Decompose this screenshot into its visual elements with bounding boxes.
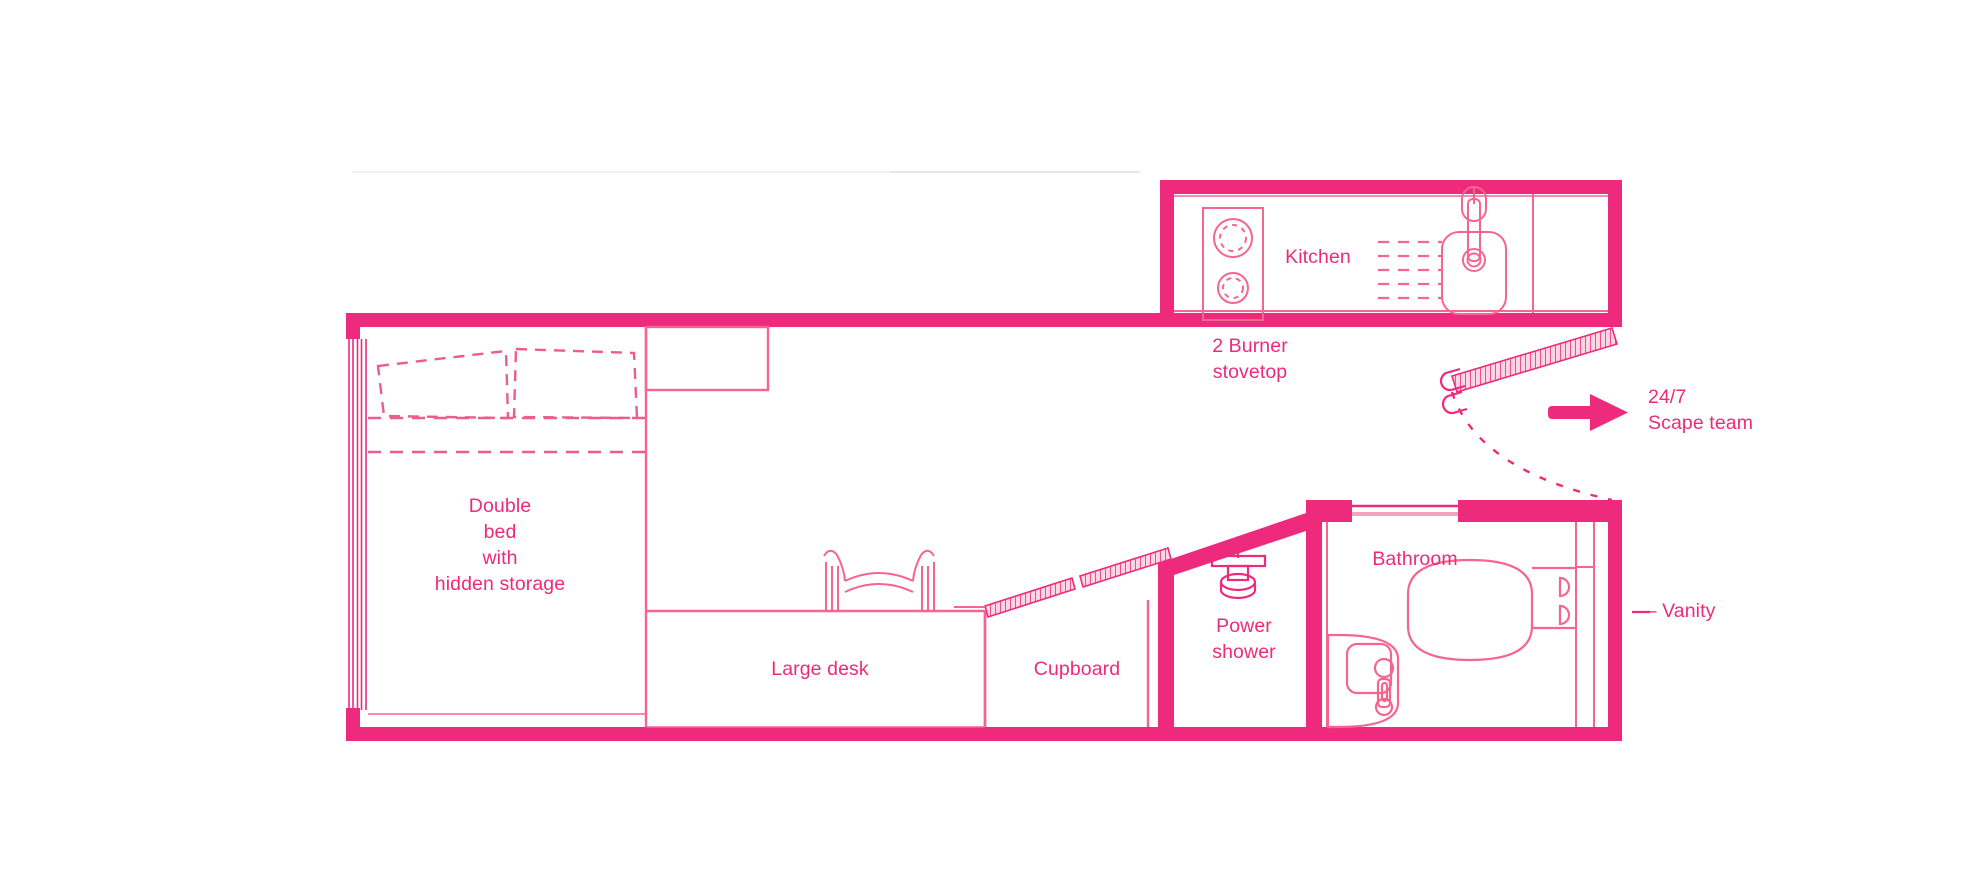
chair-icon (823, 549, 935, 611)
vanity-basin-icon (1326, 633, 1400, 729)
wardrobe-unit (644, 325, 770, 392)
annotation-vanity: — Vanity (1637, 600, 1716, 622)
room-label-double-bed: Double bed with hidden storage (434, 495, 566, 595)
toilet-icon (1406, 558, 1576, 662)
bed (368, 327, 648, 727)
stovetop-icon (1202, 207, 1264, 321)
direction-arrow-icon (1548, 394, 1628, 431)
room-label-large-desk: Large desk (771, 658, 869, 680)
pillow-right-icon (512, 347, 639, 420)
door-handle-icon (1439, 367, 1468, 415)
annotation-stovetop: 2 Burner stovetop (1212, 335, 1288, 383)
room-label-bathroom: Bathroom (1372, 548, 1458, 570)
power-shower-room (1158, 500, 1350, 741)
large-desk (646, 549, 987, 728)
room-label-cupboard: Cupboard (1033, 658, 1121, 680)
sliding-door-a-icon[interactable] (984, 576, 1076, 619)
kitchen-sink-icon (1441, 186, 1507, 315)
door-swing-arc-icon (1450, 391, 1613, 502)
drainer-icon (1378, 240, 1442, 300)
annotation-scape-team: 24/7 Scape team (1648, 386, 1754, 434)
cupboard (954, 546, 1172, 727)
main-room-walls (346, 313, 1161, 741)
window-icon (348, 339, 367, 710)
entry-door[interactable] (1439, 327, 1619, 415)
shower-head-icon (1210, 543, 1267, 600)
sliding-door-b-icon[interactable] (1079, 546, 1172, 589)
room-label-power-shower: Power shower (1212, 615, 1276, 663)
kitchen-room (1148, 180, 1622, 327)
room-label-kitchen: Kitchen (1285, 246, 1351, 268)
bathroom-room (1306, 500, 1622, 741)
pillow-left-icon (376, 349, 510, 420)
